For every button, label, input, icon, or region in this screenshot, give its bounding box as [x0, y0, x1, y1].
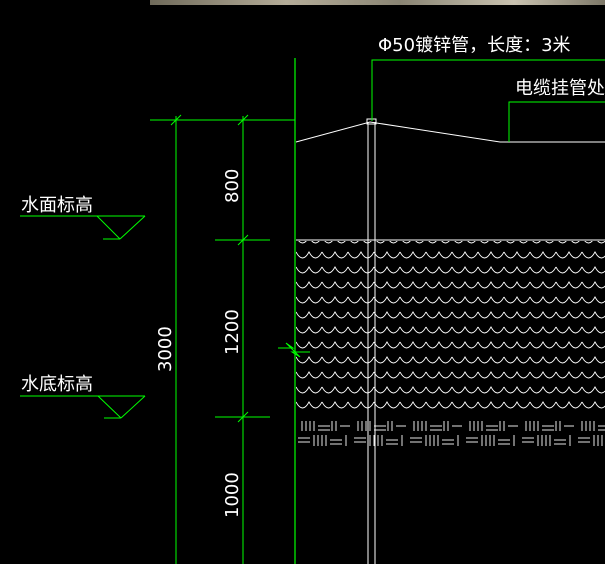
- dimension-chain: [237, 114, 249, 564]
- photo-strip: [150, 0, 605, 5]
- break-symbol: [278, 342, 310, 358]
- cable-line: [295, 121, 605, 143]
- dim-middle-label: 1200: [222, 309, 243, 355]
- dim-upper-label: 800: [222, 169, 243, 203]
- water-surface-label: 水面标高: [21, 195, 93, 216]
- water-bottom-label: 水底标高: [21, 374, 93, 395]
- water-hatch: [296, 241, 605, 416]
- pipe-callout-leader: [371, 59, 605, 121]
- cable-callout-leader: [508, 101, 605, 142]
- dim-total-label: 3000: [155, 326, 176, 372]
- dim-lower-label: 1000: [222, 472, 243, 518]
- water-surface-marker: [20, 215, 146, 240]
- dimension-3000: [170, 114, 182, 564]
- cable-callout-text: 电缆挂管处理: [515, 78, 605, 99]
- pipe-callout-text: Φ50镀锌管，长度：3米: [378, 35, 571, 56]
- soil-hatch: [296, 418, 605, 450]
- water-bottom-marker: [20, 395, 146, 419]
